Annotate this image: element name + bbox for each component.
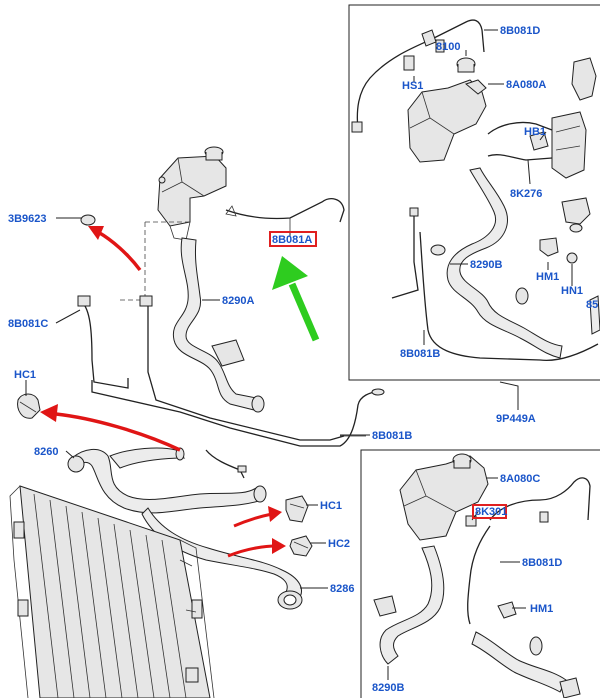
inset-bottom-8290b-hose xyxy=(373,545,581,698)
label-hb1: HB1 xyxy=(524,126,546,138)
label-8b081b-inset: 8B081B xyxy=(400,348,440,360)
label-8290b-bottom: 8290B xyxy=(372,682,404,694)
label-hm1-bottom: HM1 xyxy=(530,603,553,615)
label-8k301: 8K301 xyxy=(475,506,507,518)
label-hs1: HS1 xyxy=(402,80,423,92)
label-9p449a: 9P449A xyxy=(496,413,536,425)
inset-bottom-tank xyxy=(399,453,489,541)
inset-top-8290b-hose xyxy=(430,167,563,359)
green-arrow-8b081a xyxy=(272,256,320,342)
label-8290a: 8290A xyxy=(222,295,254,307)
red-arrow-hc1-right xyxy=(233,506,282,528)
pipe-8b081a xyxy=(225,198,345,232)
label-hc1-right: HC1 xyxy=(320,500,342,512)
radiator xyxy=(9,485,215,698)
red-arrow-hc2 xyxy=(227,538,286,558)
hose-8286 xyxy=(141,507,303,610)
o-ring-3b9623 xyxy=(80,214,96,226)
label-8a080a: 8A080A xyxy=(506,79,546,91)
label-8100: 8100 xyxy=(436,41,460,53)
label-hc2: HC2 xyxy=(328,538,350,550)
red-arrow-hc1 xyxy=(40,404,181,452)
leader-lines xyxy=(25,29,573,680)
inset-frame-bottom xyxy=(360,449,600,698)
inset-top-valve-assembly xyxy=(487,57,600,335)
highlight-box-8k301 xyxy=(472,504,507,519)
pipe-8b081b-main xyxy=(91,380,385,479)
hc1-clip-left xyxy=(17,393,41,419)
label-8b081c: 8B081C xyxy=(8,318,48,330)
label-8290b-top: 8290B xyxy=(470,259,502,271)
inset-frame-top xyxy=(348,4,600,381)
highlight-box-8b081a xyxy=(269,231,317,247)
expansion-tank-main xyxy=(157,146,227,241)
label-85: 85 xyxy=(586,299,598,311)
hose-8260 xyxy=(67,447,267,514)
inset-top-tank xyxy=(403,39,487,163)
pipe-8b081c xyxy=(77,295,345,441)
inset-top-8b081b-pipe xyxy=(391,207,599,362)
inset-bottom-8b081d-pipe xyxy=(467,477,591,625)
label-hm1-top: HM1 xyxy=(536,271,559,283)
label-8b081d-top: 8B081D xyxy=(500,25,540,37)
hc1-clip-right xyxy=(285,495,309,523)
label-8286: 8286 xyxy=(330,583,354,595)
label-hn1: HN1 xyxy=(561,285,583,297)
red-arrow-3b9623 xyxy=(88,226,142,272)
label-8b081b-main: 8B081B xyxy=(372,430,412,442)
label-8a080c: 8A080C xyxy=(500,473,540,485)
label-3b9623: 3B9623 xyxy=(8,213,47,225)
hose-8290a xyxy=(172,237,265,413)
label-8260: 8260 xyxy=(34,446,58,458)
label-8b081d-bottom: 8B081D xyxy=(522,557,562,569)
hc2-clip xyxy=(289,535,313,557)
label-8k276: 8K276 xyxy=(510,188,542,200)
label-hc1-left: HC1 xyxy=(14,369,36,381)
label-8b081a: 8B081A xyxy=(272,234,312,246)
